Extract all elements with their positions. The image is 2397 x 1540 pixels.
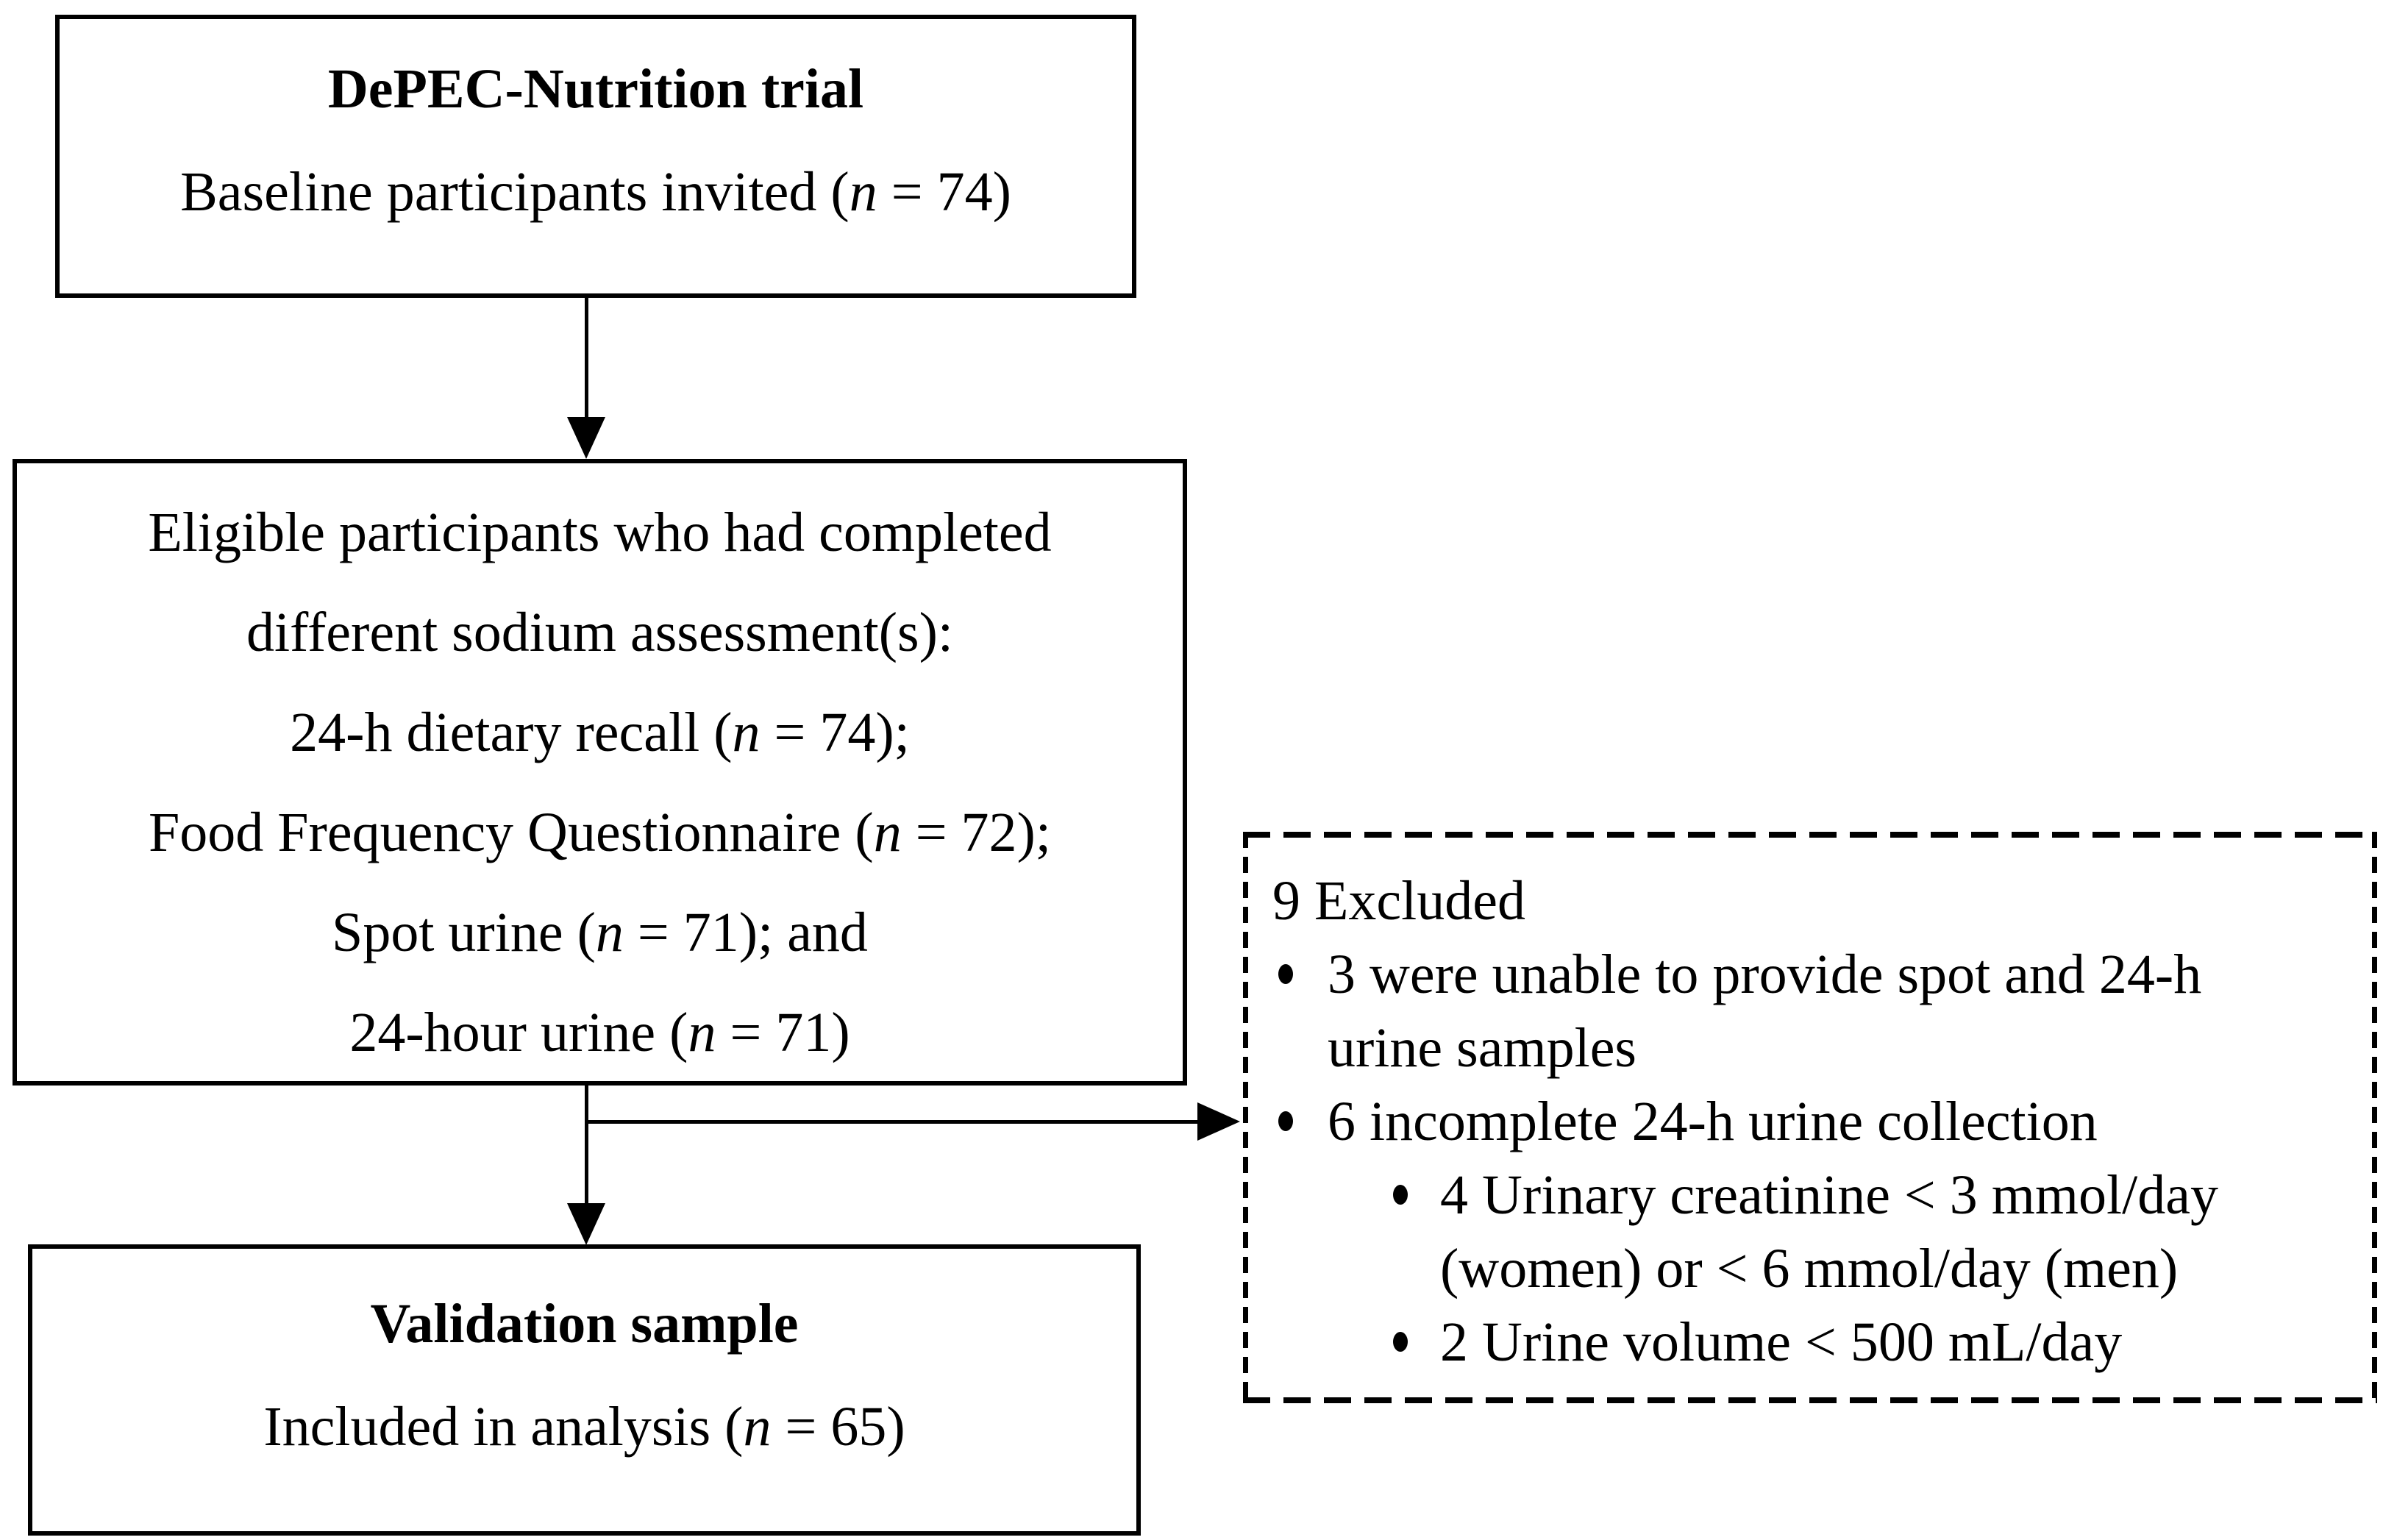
validation-title: Validation sample	[370, 1293, 799, 1355]
bullet-text: urine samples	[1328, 1017, 1637, 1079]
eligible-line: 24-hour urine (n = 71)	[17, 983, 1183, 1083]
arrow-to-excluded-shaft	[586, 1120, 1199, 1124]
box-excluded: 9 Excluded 3 were unable to provide spot…	[1243, 832, 2377, 1403]
arrow-right-icon	[1197, 1102, 1240, 1141]
box-eligible: Eligible participants who had completed …	[13, 459, 1187, 1086]
text-segment: Spot urine (	[332, 902, 596, 963]
text-segment: = 71)	[716, 1002, 850, 1063]
bullet-icon	[1278, 964, 1293, 984]
arrow-eligible-to-validation-shaft	[585, 1086, 588, 1205]
text-segment: different sodium assessment(s):	[246, 602, 954, 663]
bullet-icon	[1393, 1332, 1408, 1352]
bullet-text: 3 were unable to provide spot and 24-h	[1328, 944, 2202, 1005]
n-symbol: n	[743, 1396, 772, 1458]
bullet-icon	[1393, 1185, 1408, 1205]
dashed-border-bottom	[1243, 1397, 2377, 1403]
validation-subtitle: Included in analysis (n = 65)	[32, 1375, 1136, 1478]
text-segment: = 74);	[760, 702, 910, 763]
box-trial: DePEC-Nutrition trial Baseline participa…	[55, 15, 1136, 298]
n-symbol: n	[849, 161, 877, 223]
text-segment: Eligible participants who had completed	[148, 502, 1052, 563]
bullet-text: (women) or < 6 mmol/day (men)	[1440, 1238, 2179, 1300]
excluded-bullet: 6 incomplete 24-h urine collection	[1272, 1085, 2362, 1158]
eligible-line: Food Frequency Questionnaire (n = 72);	[17, 783, 1183, 883]
excluded-bullet: 3 were unable to provide spot and 24-h u…	[1272, 938, 2362, 1085]
trial-subtitle: Baseline participants invited (n = 74)	[60, 140, 1132, 243]
eligible-line: Spot urine (n = 71); and	[17, 883, 1183, 983]
text-segment: 24-hour urine (	[349, 1002, 688, 1063]
arrow-trial-to-eligible-shaft	[585, 298, 588, 419]
text-segment: = 65)	[771, 1396, 905, 1458]
bullet-text: 6 incomplete 24-h urine collection	[1328, 1091, 2098, 1152]
eligible-line: different sodium assessment(s):	[17, 582, 1183, 682]
bullet-icon	[1278, 1111, 1293, 1131]
text-segment: = 74)	[877, 161, 1011, 223]
text-segment: = 71); and	[623, 902, 868, 963]
arrow-down-icon	[567, 1203, 605, 1245]
bullet-text: 2 Urine volume < 500 mL/day	[1440, 1311, 2123, 1373]
eligible-line: 24-h dietary recall (n = 74);	[17, 682, 1183, 783]
trial-title: DePEC-Nutrition trial	[327, 58, 864, 120]
n-symbol: n	[873, 802, 902, 863]
excluded-sub-bullet: 4 Urinary creatinine < 3 mmol/day (women…	[1272, 1158, 2362, 1305]
excluded-sub-bullet: 2 Urine volume < 500 mL/day	[1272, 1305, 2362, 1379]
excluded-header: 9 Excluded	[1272, 870, 1526, 932]
text-segment: Included in analysis (	[263, 1396, 744, 1458]
excluded-content: 9 Excluded 3 were unable to provide spot…	[1243, 832, 2377, 1403]
dashed-border-right	[2372, 832, 2377, 1403]
text-segment: Food Frequency Questionnaire (	[149, 802, 874, 863]
box-validation: Validation sample Included in analysis (…	[28, 1244, 1141, 1536]
dashed-border-top	[1243, 832, 2377, 838]
dashed-border-left	[1243, 832, 1248, 1403]
n-symbol: n	[688, 1002, 716, 1063]
bullet-text: 4 Urinary creatinine < 3 mmol/day	[1440, 1164, 2218, 1226]
text-segment: = 72);	[901, 802, 1051, 863]
eligible-line: Eligible participants who had completed	[17, 482, 1183, 582]
n-symbol: n	[732, 702, 761, 763]
text-segment: Baseline participants invited (	[180, 161, 850, 223]
n-symbol: n	[595, 902, 624, 963]
text-segment: 24-h dietary recall (	[290, 702, 733, 763]
arrow-down-icon	[567, 417, 605, 459]
